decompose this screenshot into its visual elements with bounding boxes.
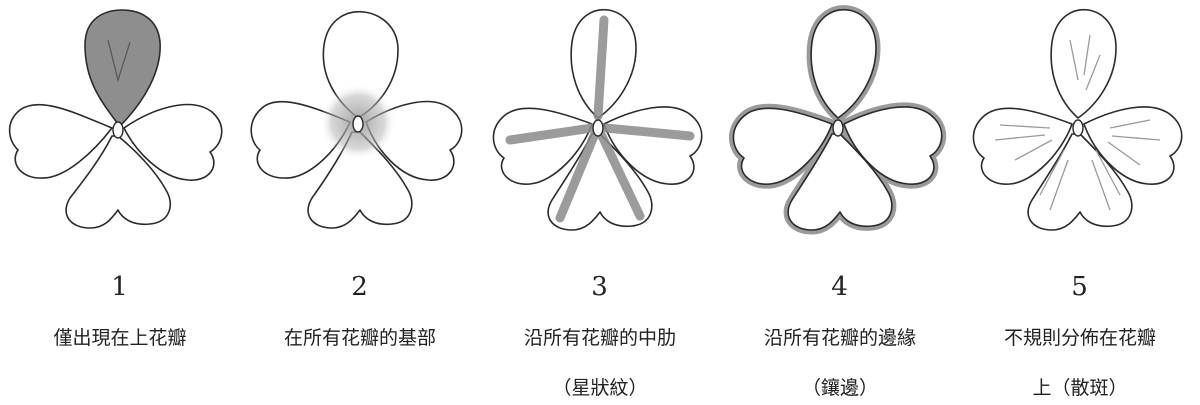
flower-center (352, 115, 364, 133)
vein-mark (107, 39, 131, 83)
flower-drawing-top-petal (8, 9, 223, 229)
right-petal (1083, 106, 1183, 185)
panel-description-line2: （星狀紋） (552, 377, 648, 399)
midrib-stripes (505, 15, 695, 223)
flower-drawing-base (250, 10, 463, 229)
flower-center (112, 121, 124, 139)
panel-description-line2: （鑲邊） (801, 377, 878, 399)
panel-description: 沿所有花瓣的中肋 (523, 327, 676, 349)
panel-1: 1 僅出現在上花瓣 (0, 0, 240, 405)
panel-2: 2 在所有花瓣的基部 (240, 0, 480, 405)
bottom-petals (547, 133, 653, 231)
panel-4: 4 沿所有花瓣的邊緣 （鑲邊） (720, 0, 960, 405)
panel-description: 沿所有花瓣的邊緣 (763, 327, 916, 349)
flower-drawing-midrib (492, 8, 703, 231)
panel-number: 3 (591, 272, 609, 302)
panel-description: 僅出現在上花瓣 (53, 327, 187, 349)
panel-number: 1 (111, 272, 129, 302)
bottom-petals (1027, 133, 1133, 231)
panel-number: 4 (831, 272, 849, 302)
flower-outline (8, 103, 223, 229)
bottom-petals (307, 131, 413, 229)
bottom-petals (787, 133, 893, 231)
flower-center (592, 119, 604, 137)
right-petal (843, 106, 943, 185)
panel-number: 2 (351, 272, 369, 302)
panel-5: 5 不規則分佈在花瓣 上（散斑） (960, 0, 1200, 405)
scattered-streaks (994, 34, 1161, 211)
panel-number: 5 (1071, 272, 1089, 302)
left-petal (732, 107, 833, 185)
panel-description: 在所有花瓣的基部 (283, 327, 436, 349)
flower-drawing-scattered (972, 8, 1183, 231)
panel-description-line2: 上（散斑） (1032, 377, 1128, 399)
flower-drawing-edged (729, 5, 947, 235)
top-petal (1050, 8, 1117, 119)
flower-center (832, 119, 844, 137)
panel-description: 不規則分佈在花瓣 (1003, 327, 1156, 349)
panel-3: 3 沿所有花瓣的中肋 （星狀紋） (480, 0, 720, 405)
flower-center (1072, 119, 1084, 137)
top-petal (810, 8, 877, 119)
